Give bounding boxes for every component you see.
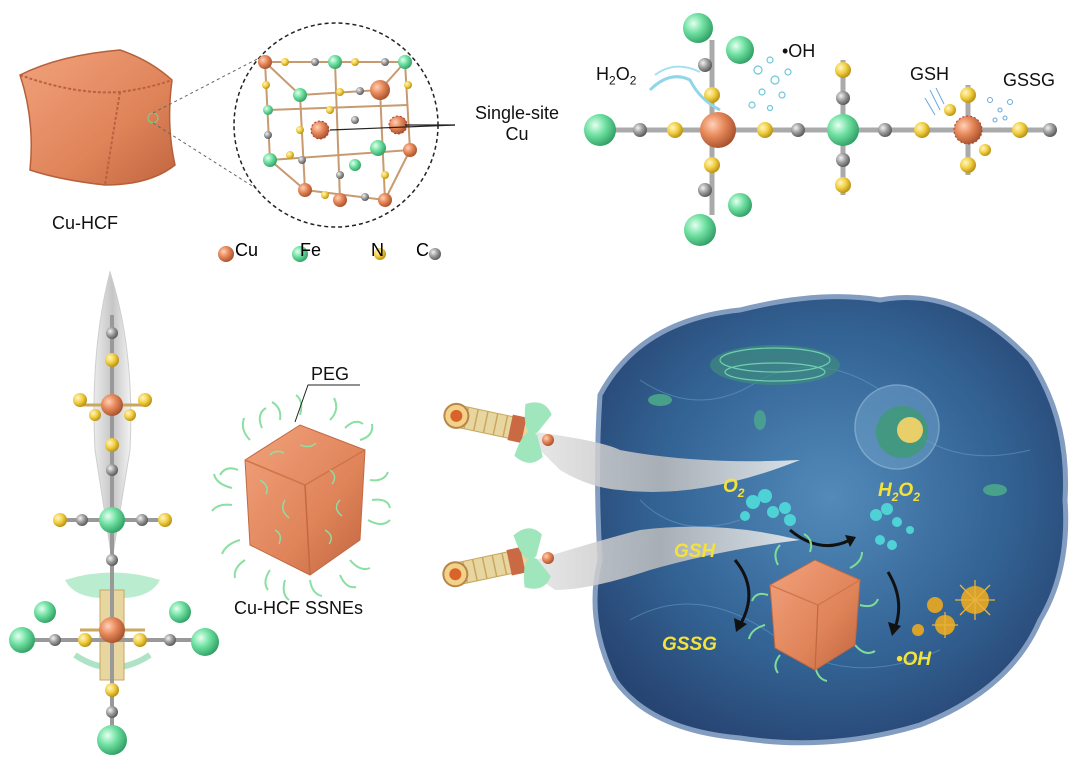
gsh-label-cell: GSH [674, 541, 716, 562]
mitochondrion [983, 484, 1007, 496]
h2o2-label-cell: H2O2 [878, 480, 920, 504]
legend-n: N [371, 240, 384, 261]
h2o2-h: H [596, 64, 609, 84]
legend-n-label: N [371, 240, 385, 260]
hydroxyl-label-cell: •OH [896, 649, 932, 670]
h2o2-o: O [615, 64, 630, 84]
single-site-cu-label: Single-site Cu [462, 103, 572, 145]
gssg-label-top: GSSG [1003, 70, 1056, 90]
legend-spheres [218, 246, 441, 262]
peg-label: PEG [311, 364, 350, 384]
nucleus [854, 384, 940, 470]
peg-nanoparticle [211, 384, 391, 601]
gsh-label-top: GSH [910, 64, 950, 84]
o2-o: O [723, 476, 738, 497]
reaction-chain [584, 13, 1057, 246]
golgi-apparatus [710, 345, 840, 385]
reaction-arrows [733, 528, 901, 629]
legend-cu-label: Cu [235, 240, 259, 260]
mitochondrion [648, 394, 672, 406]
h2o2-sub2: 2 [629, 73, 637, 88]
sword-illustration [9, 270, 219, 755]
legend-c: C [416, 240, 429, 261]
hydroxyl-bursts [912, 580, 995, 638]
cancer-cell [592, 294, 1069, 746]
o2-sub: 2 [737, 485, 745, 500]
legend-c-label: C [416, 240, 430, 260]
o2-label: O2 [723, 476, 744, 500]
cell-h2o2-sub2: 2 [913, 489, 920, 504]
legend-fe-label: Fe [300, 240, 322, 260]
swords-entering-cell [442, 402, 800, 590]
cu-hcf-label: Cu-HCF [52, 213, 118, 233]
gssg-label-cell: GSSG [662, 634, 717, 655]
hydroxyl-label-top: •OH [782, 41, 816, 61]
h2o2-label-top: H2O2 [596, 64, 636, 88]
cu-hcf-cube [19, 49, 176, 186]
nanoparticle-name: Cu-HCF SSNEs [234, 598, 364, 618]
vesicle [754, 410, 766, 430]
element-legend: Cu Fe N C [215, 240, 439, 261]
legend-cu: Cu [235, 240, 258, 261]
lattice-zoom-circle [233, 22, 456, 228]
single-site-line2: Cu [505, 124, 529, 144]
cell-h2o2-sub1: 2 [891, 489, 899, 504]
o2-molecules [740, 489, 796, 526]
legend-fe: Fe [300, 240, 321, 261]
single-site-line1: Single-site [474, 103, 560, 123]
h2o2-sub1: 2 [609, 73, 616, 88]
h2o2-molecules [870, 503, 914, 550]
cell-nanoparticle [748, 533, 879, 682]
cell-h2o2-h: H [878, 480, 892, 501]
cell-h2o2-o: O [898, 480, 914, 501]
